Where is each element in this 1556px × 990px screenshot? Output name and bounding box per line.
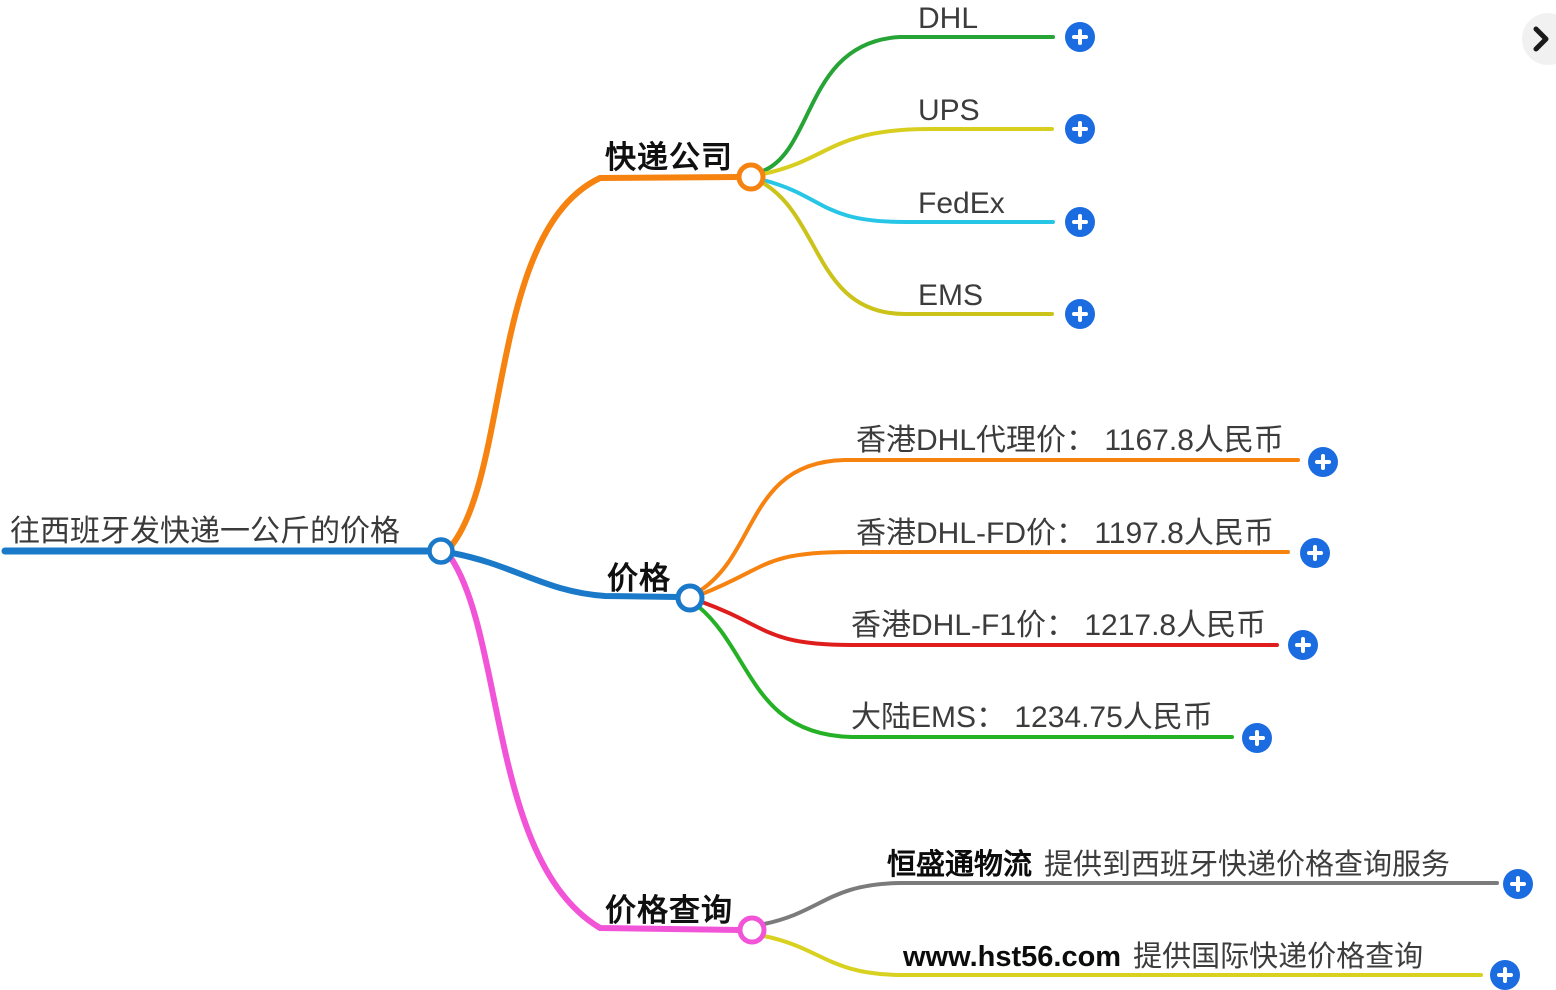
branch-line-price-query [448, 555, 743, 933]
add-child-button-hk-dhl-agent[interactable] [1308, 447, 1338, 477]
add-child-button-ems[interactable] [1065, 299, 1095, 329]
child-line-hst-website [762, 934, 1483, 977]
leaf-hk-dhl-agent-price[interactable]: 香港DHL代理价： 1167.8人民币 [856, 424, 1284, 457]
hst-website-desc: 提供国际快递价格查询 [1133, 941, 1424, 973]
add-child-button-mainland-ems[interactable] [1242, 723, 1272, 753]
child-line-hk-dhl-fd [700, 550, 1290, 596]
leaf-hst-logistics[interactable]: 恒盛通物流提供到西班牙快递价格查询服务 [887, 848, 1450, 882]
add-child-button-hst-logistics[interactable] [1503, 869, 1533, 899]
leaf-fedex[interactable]: FedEx [918, 187, 1005, 220]
add-child-button-fedex[interactable] [1065, 207, 1095, 237]
child-line-dhl [761, 35, 1055, 173]
leaf-ems[interactable]: EMS [918, 279, 984, 312]
price-query-node-circle[interactable] [737, 915, 767, 945]
add-child-button-dhl[interactable] [1065, 22, 1095, 52]
leaf-mainland-ems-price[interactable]: 大陆EMS： 1234.75人民币 [851, 701, 1213, 734]
child-line-hk-dhl-f1 [700, 600, 1279, 647]
leaf-hk-dhl-f1-price[interactable]: 香港DHL-F1价： 1217.8人民币 [851, 609, 1267, 642]
add-child-button-hk-dhl-fd[interactable] [1300, 538, 1330, 568]
topic-express-companies[interactable]: 快递公司 [605, 140, 733, 175]
leaf-hk-dhl-fd-price[interactable]: 香港DHL-FD价： 1197.8人民币 [856, 517, 1274, 550]
hst-website-url: www.hst56.com [903, 941, 1122, 973]
express-companies-node-circle[interactable] [736, 162, 766, 192]
add-child-button-ups[interactable] [1065, 114, 1095, 144]
child-line-ups [761, 127, 1054, 176]
topic-price-query[interactable]: 价格查询 [605, 893, 733, 928]
sidebar-expand-button[interactable] [1522, 13, 1556, 65]
child-line-fedex [761, 178, 1055, 224]
child-line-ems [761, 181, 1054, 316]
child-line-hk-dhl-agent [699, 458, 1300, 592]
branch-line-express-companies [449, 174, 742, 548]
hst-logistics-name: 恒盛通物流 [887, 849, 1033, 881]
price-node-circle[interactable] [675, 583, 705, 613]
branch-line-price [449, 550, 681, 600]
leaf-dhl[interactable]: DHL [918, 2, 979, 35]
add-child-button-hst-website[interactable] [1490, 960, 1520, 990]
chevron-right-icon [1533, 26, 1549, 52]
root-topic-label[interactable]: 往西班牙发快递一公斤的价格 [10, 515, 400, 548]
leaf-hst-website[interactable]: www.hst56.com 提供国际快递价格查询 [903, 940, 1423, 974]
add-child-button-hk-dhl-f1[interactable] [1288, 630, 1318, 660]
leaf-ups[interactable]: UPS [918, 94, 980, 127]
hst-logistics-desc: 提供到西班牙快递价格查询服务 [1044, 849, 1451, 881]
child-line-mainland-ems [697, 605, 1234, 739]
topic-price[interactable]: 价格 [607, 561, 671, 596]
child-line-hst-logistics [762, 881, 1499, 926]
root-node-circle[interactable] [427, 537, 455, 565]
